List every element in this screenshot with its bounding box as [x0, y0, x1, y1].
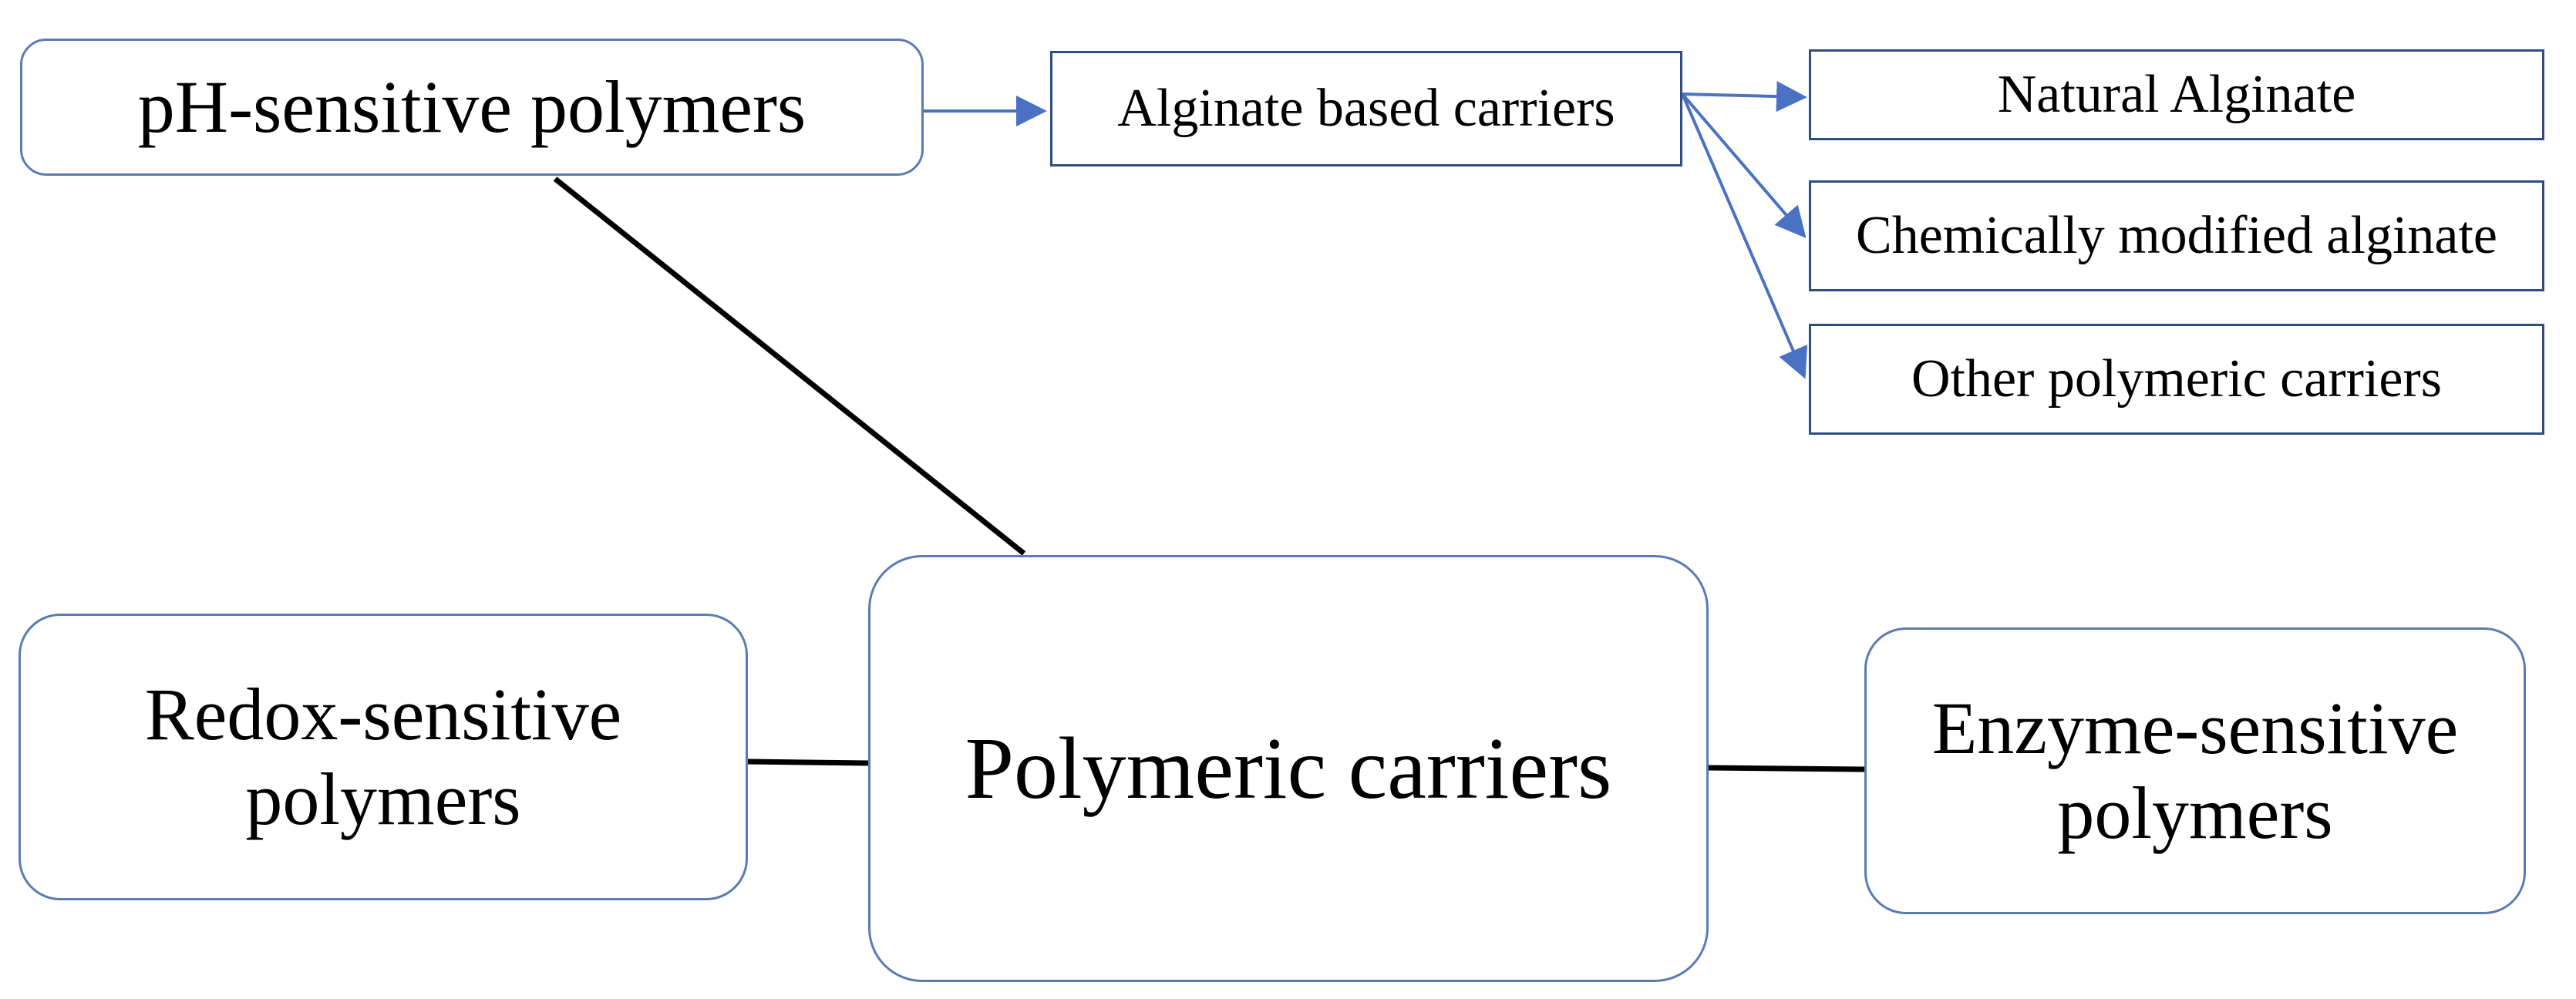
edge-center-to-enzyme [1708, 765, 1865, 772]
node-enzyme-sensitive-polymers: Enzyme-sensitive polymers [1864, 627, 2526, 914]
arrow-alginate-to-other [1681, 93, 1808, 379]
node-label: Redox-sensitive polymers [144, 672, 622, 840]
node-polymeric-carriers: Polymeric carriers [868, 555, 1709, 982]
edge-center-to-ph [553, 177, 1026, 556]
node-alginate-based-carriers: Alginate based carriers [1050, 51, 1682, 166]
node-label: Natural Alginate [1997, 64, 2356, 124]
node-label: Other polymeric carriers [1911, 348, 2442, 409]
node-label: Alginate based carriers [1117, 78, 1615, 138]
node-label: Polymeric carriers [965, 719, 1612, 818]
node-natural-alginate: Natural Alginate [1809, 49, 2544, 140]
node-redox-sensitive-polymers: Redox-sensitive polymers [19, 614, 748, 900]
edge-center-to-redox [747, 758, 869, 766]
arrow-alginate-to-chemical [1681, 92, 1807, 239]
node-other-polymeric-carriers: Other polymeric carriers [1809, 324, 2544, 435]
node-label: Chemically modified alginate [1856, 205, 2497, 265]
node-label: pH-sensitive polymers [137, 65, 806, 148]
node-ph-sensitive-polymers: pH-sensitive polymers [20, 39, 924, 176]
arrow-alginate-to-natural [1682, 81, 1807, 113]
node-label: Enzyme-sensitive polymers [1931, 686, 2459, 854]
node-chemically-modified-alginate: Chemically modified alginate [1809, 180, 2544, 291]
